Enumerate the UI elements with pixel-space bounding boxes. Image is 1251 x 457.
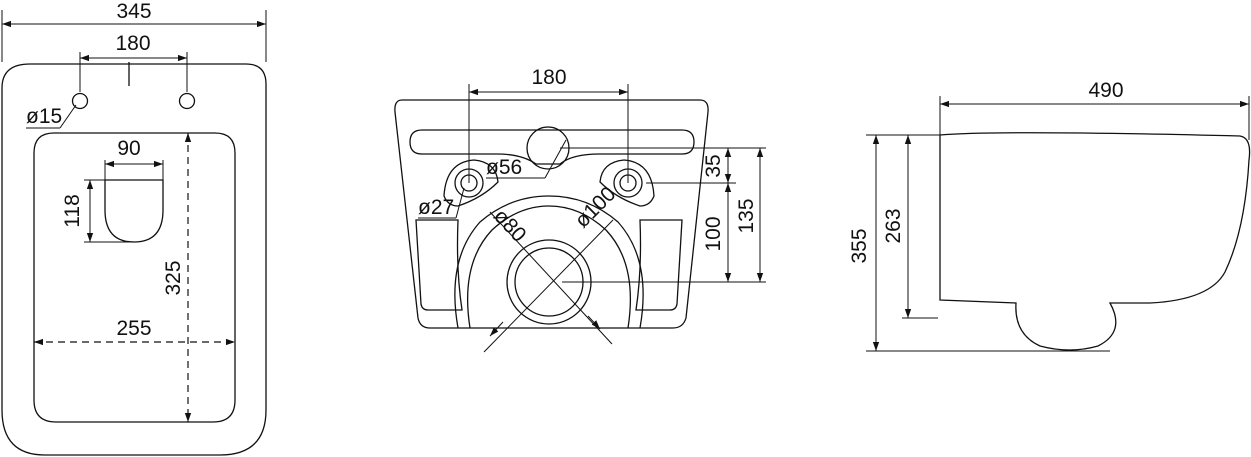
window-left xyxy=(415,219,463,311)
dim-outlet-width: 90 xyxy=(117,137,140,160)
mounting-hole-left xyxy=(71,92,89,110)
label-bolt-hole: ø27 xyxy=(418,196,454,219)
outlet-shape xyxy=(104,179,164,243)
side-outline xyxy=(939,132,1251,351)
window-right xyxy=(635,219,683,311)
waste-arch xyxy=(454,195,644,329)
label-water-inlet: ø56 xyxy=(486,156,522,179)
label-waste-large: ø100 xyxy=(570,182,620,232)
dim-depth: 490 xyxy=(1088,79,1123,102)
dim-inner-length: 325 xyxy=(162,260,185,295)
dim-overall-width: 345 xyxy=(116,0,151,23)
bowl-inner-outline xyxy=(33,132,236,423)
dim-bolt-spacing: 180 xyxy=(531,66,566,89)
label-hole-diameter: ø15 xyxy=(26,105,62,128)
top-view: 345 180 ø15 90 118 325 255 xyxy=(1,0,267,456)
back-outline xyxy=(394,99,709,329)
side-view: 490 355 263 xyxy=(848,79,1251,352)
dim-inlet-to-waste: 135 xyxy=(735,198,758,233)
bowl-outline xyxy=(1,63,267,456)
dim-bolt-height: 263 xyxy=(882,208,905,243)
dim-inlet-offset: 35 xyxy=(702,154,725,177)
dim-bolt-to-waste: 100 xyxy=(702,216,725,251)
dim-height: 355 xyxy=(848,228,871,263)
dim-inner-width: 255 xyxy=(116,317,151,340)
top-slot xyxy=(409,129,695,165)
mounting-hole-right xyxy=(178,92,196,110)
dim-outlet-length: 118 xyxy=(61,194,84,227)
dim-hole-spacing: 180 xyxy=(115,32,150,55)
back-view: 180 ø56 ø27 ø80 ø100 35 100 135 xyxy=(394,66,766,353)
